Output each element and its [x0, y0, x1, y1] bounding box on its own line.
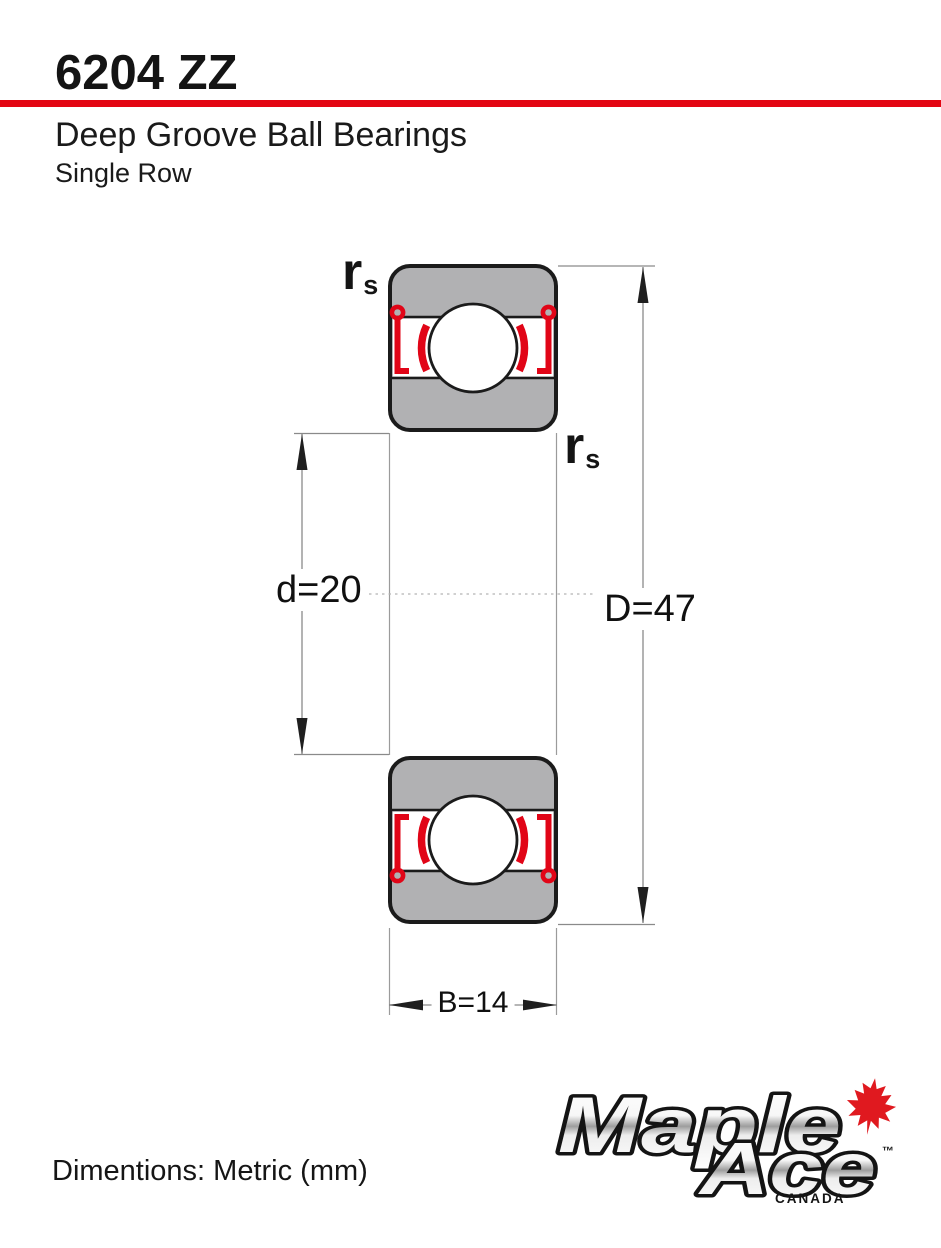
bearing-section-bottom	[390, 758, 556, 922]
product-line-subtitle: Deep Groove Ball Bearings	[55, 116, 468, 154]
fillet-symbol: r	[564, 417, 585, 475]
dimension-note: Dimentions: Metric (mm)	[52, 1155, 368, 1187]
row-type-label: Single Row	[55, 158, 192, 188]
fillet-radius-label-top: rs	[342, 243, 379, 301]
maple-leaf-icon	[846, 1078, 897, 1135]
logo-word-ace: Ace	[697, 1127, 876, 1210]
page-title: 6204 ZZ	[55, 46, 238, 100]
fillet-subscript: s	[363, 270, 379, 300]
width-dimension-label: B=14	[431, 986, 515, 1020]
trademark-symbol: ™	[882, 1144, 894, 1158]
bearing-section-top	[390, 266, 556, 430]
bore-dimension-label: d=20	[273, 569, 365, 611]
red-divider-rule	[0, 100, 941, 107]
logo-word-maple: Maple	[558, 1080, 841, 1169]
logo-country-label: CANADA	[775, 1191, 846, 1206]
fillet-subscript: s	[585, 444, 601, 474]
maple-ace-logo: Maple Ace ™ CANADA	[555, 1077, 897, 1214]
fillet-radius-label-bottom: rs	[564, 417, 601, 475]
fillet-symbol: r	[342, 243, 363, 301]
outer-diameter-dimension-label: D=47	[601, 588, 699, 630]
